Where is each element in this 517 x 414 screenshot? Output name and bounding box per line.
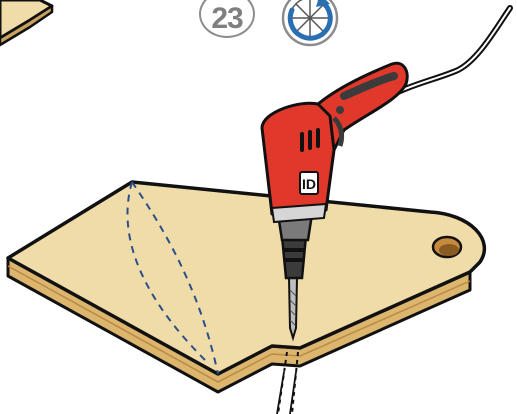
drill-label: ID: [302, 176, 316, 192]
wooden-board: [8, 182, 484, 414]
power-cord: [398, 8, 510, 92]
speed-dial-rotation-icon: [283, 0, 337, 45]
board-corner-fragment: [0, 0, 52, 45]
